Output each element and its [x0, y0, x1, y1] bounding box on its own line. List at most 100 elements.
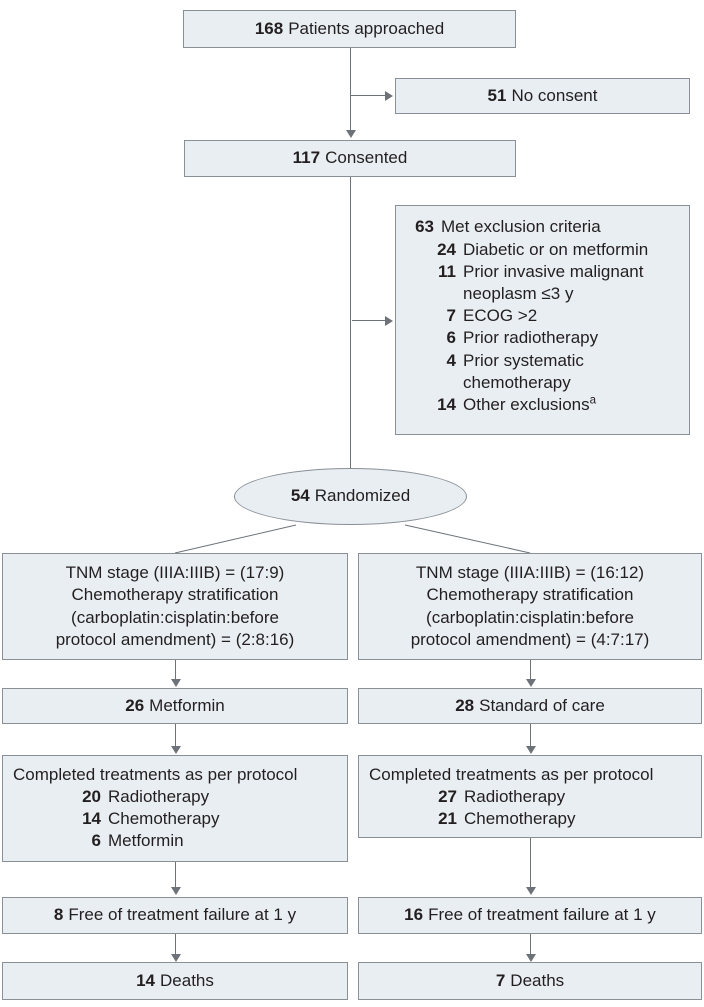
left-completed-items: 20 Radiotherapy 14 Chemotherapy 6 Metfor… [13, 786, 337, 852]
exclusion-item-count: 14 [437, 394, 456, 414]
stratification-line: Chemotherapy stratification [71, 585, 279, 605]
completed-item-label: Radiotherapy [464, 787, 566, 807]
arrowhead-right-deaths [526, 954, 536, 962]
arrowhead-to-consented [346, 130, 356, 138]
footnote-marker-a: a [589, 394, 597, 407]
completed-item-count: 20 [82, 787, 101, 807]
stratification-line: TNM stage (IIIA:IIIB) = (16:12) [415, 563, 645, 583]
no-consent-count: 51 [487, 85, 507, 105]
exclusion-item: 7 ECOG >2 [430, 305, 677, 327]
exclusion-item-label: Prior radiotherapy [463, 328, 599, 348]
exclusion-item-count: 24 [437, 240, 456, 260]
arrowhead-left-free [171, 887, 181, 895]
exclusion-item: 14 Other exclusionsa [430, 394, 677, 416]
connector-approached-to-no-consent [350, 95, 387, 96]
stratification-line: TNM stage (IIIA:IIIB) = (17:9) [65, 563, 285, 583]
arm-left-completed: Completed treatments as per protocol 20 … [2, 755, 348, 862]
stratification-line: (carboplatin:cisplatin:before [426, 607, 634, 627]
exclusion-total-label: Met exclusion criteria [441, 217, 601, 236]
exclusion-total-count: 63 [415, 217, 434, 236]
left-free-count: 8 [53, 905, 64, 925]
no-consent-label: No consent [511, 85, 598, 105]
left-completed-heading: Completed treatments as per protocol [13, 765, 298, 784]
arm-left-stratification: TNM stage (IIIA:IIIB) = (17:9) Chemother… [2, 553, 348, 660]
right-completed-items: 27 Radiotherapy 21 Chemotherapy [369, 786, 691, 830]
arm-right-stratification: TNM stage (IIIA:IIIB) = (16:12) Chemothe… [358, 553, 702, 660]
exclusion-item-count: 7 [446, 306, 456, 326]
exclusion-item: 24 Diabetic or on metformin [430, 239, 677, 261]
arrowhead-right-allocation [526, 679, 536, 687]
connector-to-left-arm [174, 524, 297, 554]
right-deaths-label: Deaths [510, 970, 565, 990]
left-allocation-label: Metformin [149, 695, 225, 715]
stratification-line: protocol amendment) = (4:7:17) [410, 629, 650, 649]
exclusion-item: 4 Prior systematic chemotherapy [430, 350, 677, 394]
left-allocation-count: 26 [125, 695, 145, 715]
right-allocation-count: 28 [455, 695, 475, 715]
exclusion-heading: 63 Met exclusion criteria [408, 216, 677, 238]
connector-consented-to-randomized [350, 177, 351, 469]
arrowhead-left-completed [171, 746, 181, 754]
connector-to-right-arm [404, 524, 531, 554]
exclusion-item-label: Prior invasive malignant neoplasm ≤3 y [463, 262, 644, 304]
completed-item-label: Metformin [108, 831, 184, 851]
completed-item: 14 Chemotherapy [75, 808, 337, 830]
arrowhead-right-completed [526, 746, 536, 754]
node-exclusion-criteria: 63 Met exclusion criteria 24 Diabetic or… [395, 205, 690, 435]
right-free-count: 16 [404, 905, 424, 925]
connector-left-completed-to-free [175, 862, 176, 888]
exclusion-item-label: Other exclusions [463, 394, 590, 414]
completed-item: 20 Radiotherapy [75, 786, 337, 808]
exclusion-item-label: ECOG >2 [463, 306, 538, 326]
connector-approached-to-consented [350, 48, 351, 131]
left-free-label: Free of treatment failure at 1 y [68, 905, 297, 925]
completed-item-count: 14 [82, 809, 101, 829]
stratification-line: (carboplatin:cisplatin:before [71, 607, 279, 627]
randomized-count: 54 [290, 486, 310, 506]
arrowhead-right-free [526, 887, 536, 895]
consented-count: 117 [292, 148, 321, 168]
connector-right-completed-to-free [530, 838, 531, 888]
arrowhead-to-exclusions [385, 316, 393, 326]
exclusion-item-count: 11 [438, 262, 456, 282]
arm-right-completed: Completed treatments as per protocol 27 … [358, 755, 702, 838]
exclusion-item-label: Diabetic or on metformin [463, 240, 649, 260]
connector-right-allocation-to-completed [530, 724, 531, 747]
stratification-line: protocol amendment) = (2:8:16) [55, 629, 295, 649]
stratification-line: Chemotherapy stratification [426, 585, 634, 605]
completed-item-label: Radiotherapy [108, 787, 210, 807]
right-allocation-label: Standard of care [479, 695, 605, 715]
arrowhead-to-no-consent [385, 91, 393, 101]
patients-approached-label: Patients approached [288, 18, 445, 38]
completed-item-count: 21 [438, 809, 457, 829]
completed-item: 27 Radiotherapy [431, 786, 691, 808]
exclusion-items: 24 Diabetic or on metformin 11 Prior inv… [408, 239, 677, 416]
exclusion-item: 11 Prior invasive malignant neoplasm ≤3 … [430, 261, 677, 305]
connector-left-strat-to-allocation [175, 660, 176, 680]
completed-item: 6 Metformin [75, 830, 337, 852]
completed-item-label: Chemotherapy [108, 809, 220, 829]
arrowhead-left-allocation [171, 679, 181, 687]
right-completed-heading: Completed treatments as per protocol [369, 765, 654, 784]
connector-left-allocation-to-completed [175, 724, 176, 747]
